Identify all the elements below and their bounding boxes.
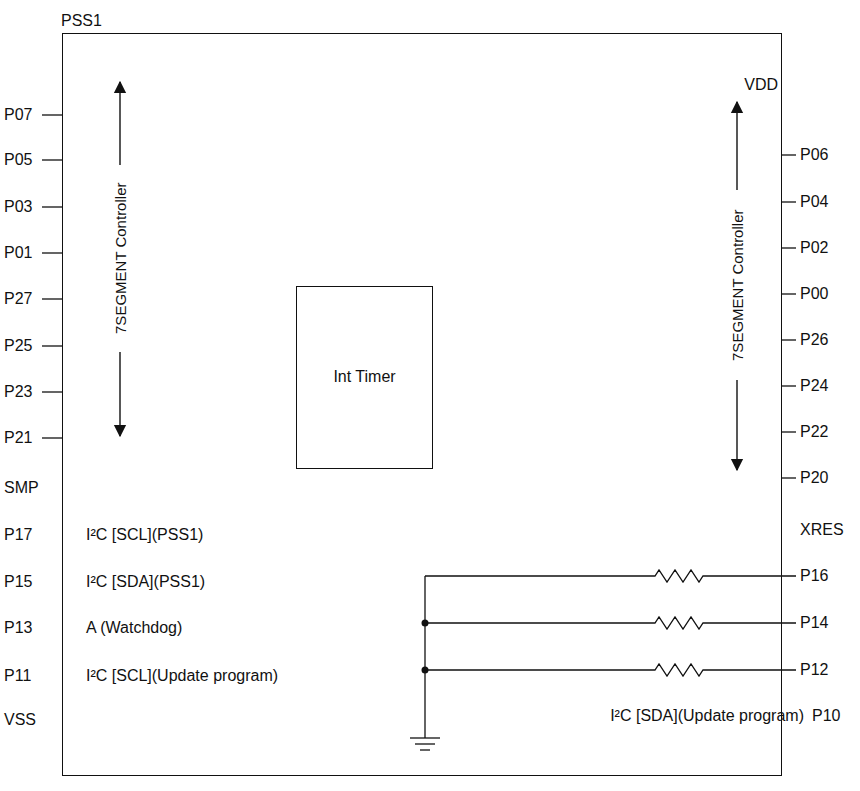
pin-name: P21 <box>4 429 32 447</box>
pin-name: P27 <box>4 290 32 308</box>
controller-label: 7SEGMENT Controller <box>731 207 748 362</box>
pin-function: I²C [SDA](Update program) <box>610 707 804 725</box>
pin-name: P24 <box>800 377 828 395</box>
pin-function: A (Watchdog) <box>86 619 182 637</box>
block-label: Int Timer <box>305 368 424 386</box>
pin-name: P10 <box>812 707 840 725</box>
pin-name: P20 <box>800 469 828 487</box>
pin-name: P01 <box>4 244 32 262</box>
pin-name: P25 <box>4 337 32 355</box>
pin-name: P04 <box>800 193 828 211</box>
pin-stubs <box>42 115 796 478</box>
junction-dots <box>422 620 429 674</box>
pin-name: P14 <box>800 614 828 632</box>
chip-name: PSS1 <box>61 12 102 30</box>
pin-name: P22 <box>800 423 828 441</box>
timer-block: Int Timer <box>296 286 433 469</box>
pin-name: VDD <box>744 76 778 94</box>
segment-arrows <box>120 82 737 470</box>
pin-name: P17 <box>4 526 32 544</box>
pin-name: P26 <box>800 331 828 349</box>
pin-name: P05 <box>4 151 32 169</box>
pin-name: P15 <box>4 573 32 591</box>
pin-name: P11 <box>4 667 31 685</box>
controller-label: 7SEGMENT Controller <box>114 180 131 335</box>
pin-name: P07 <box>4 106 32 124</box>
chip-outline: Int TimerPSS1 <box>62 33 782 776</box>
pin-name: P02 <box>800 239 828 257</box>
pin-name: P23 <box>4 383 32 401</box>
pin-name: P03 <box>4 198 32 216</box>
pin-name: P06 <box>800 146 828 164</box>
pin-function: I²C [SCL](PSS1) <box>86 526 203 544</box>
pin-function: I²C [SCL](Update program) <box>86 667 278 685</box>
pin-name: SMP <box>4 479 39 497</box>
pin-name: XRES <box>800 521 844 539</box>
pin-name: P13 <box>4 619 32 637</box>
pin-name: P00 <box>800 285 828 303</box>
pin-name: VSS <box>4 711 36 729</box>
pin-name: P12 <box>800 661 828 679</box>
pin-name: P16 <box>800 567 828 585</box>
pin-function: I²C [SDA](PSS1) <box>86 573 205 591</box>
